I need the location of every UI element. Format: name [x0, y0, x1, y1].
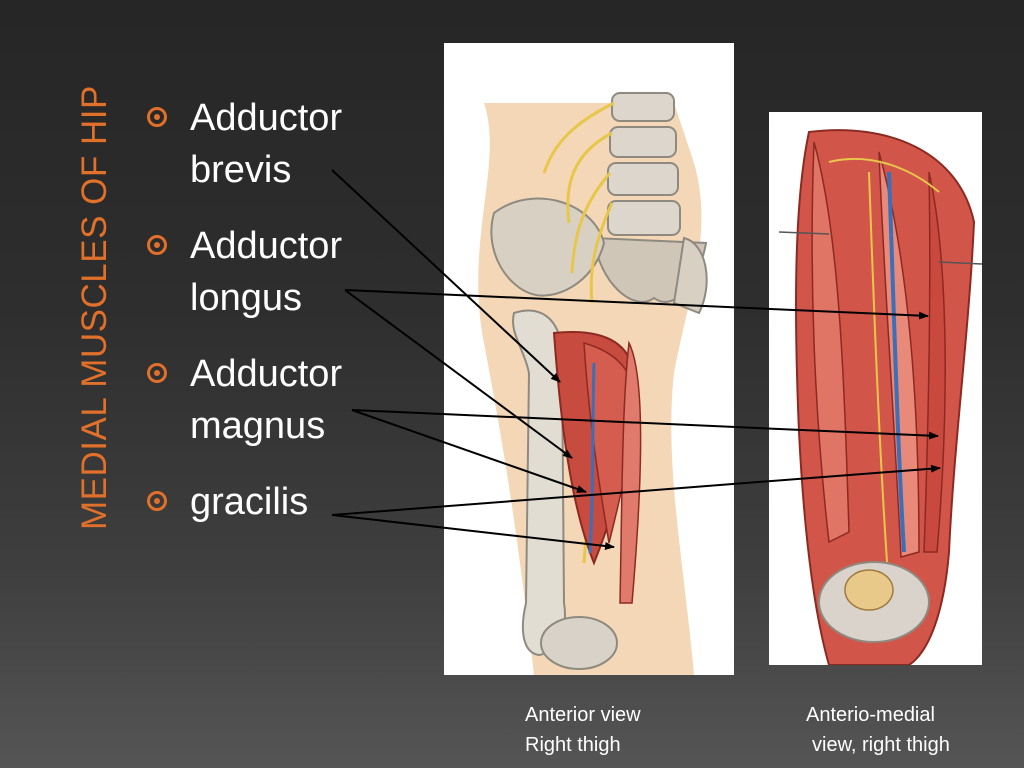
bullet-text-line1: Adductor: [190, 353, 343, 395]
anterio-medial-thigh-drawing: [778, 129, 982, 665]
bullet-adductor-longus: Adductor longus: [145, 220, 405, 324]
caption-line1: Anterior view: [525, 704, 641, 726]
bullet-text-line2: magnus: [190, 405, 326, 447]
anterio-medial-view-illustration: [769, 112, 982, 665]
bullet-adductor-brevis: Adductor brevis: [145, 92, 405, 196]
bullet-text-line2: longus: [190, 277, 302, 319]
bullet-gracilis: gracilis: [145, 476, 405, 528]
caption-anterior-view: Anterior view Right thigh: [525, 700, 641, 760]
bullet-circle-icon: [147, 363, 167, 383]
slide-title: MEDIAL MUSCLES OF HIP: [75, 85, 114, 530]
bullet-text-line1: Adductor: [190, 97, 343, 139]
bullet-text-line2: brevis: [190, 149, 292, 191]
bullet-text-line1: Adductor: [190, 225, 343, 267]
caption-line2: Right thigh: [525, 734, 621, 756]
caption-line1: Anterio-medial: [806, 704, 935, 726]
bullet-list: Adductor brevis Adductor longus Adductor…: [145, 92, 405, 552]
bullet-circle-icon: [147, 491, 167, 511]
bullet-circle-icon: [147, 107, 167, 127]
anterior-view-illustration: [444, 43, 734, 675]
bullet-adductor-magnus: Adductor magnus: [145, 348, 405, 452]
bullet-text-line1: gracilis: [190, 481, 309, 523]
bullet-circle-icon: [147, 235, 167, 255]
anterior-thigh-drawing: [478, 92, 708, 675]
caption-line2: view, right thigh: [812, 734, 950, 756]
caption-anterio-medial-view: Anterio-medial view, right thigh: [806, 700, 950, 760]
